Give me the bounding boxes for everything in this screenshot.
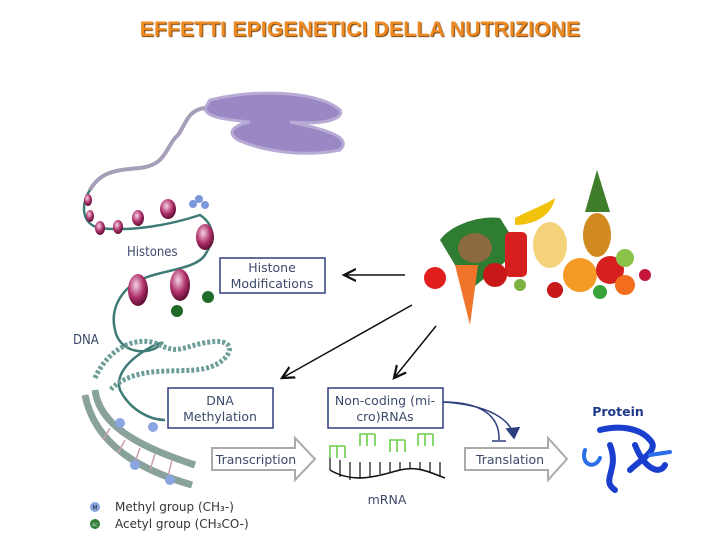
mrna-label: mRNA: [368, 492, 407, 507]
dna-label: DNA: [73, 333, 99, 348]
box-line: Non-coding (mi-: [335, 393, 435, 408]
box-line: Methylation: [183, 409, 257, 424]
dna-strand-illustration: [81, 389, 197, 489]
translation-label: Translation: [475, 452, 544, 467]
box-line: Modifications: [231, 276, 314, 291]
noncoding-rnas-box: Non-coding (mi- cro)RNAs: [327, 387, 444, 429]
methyl-icon: M: [92, 505, 97, 512]
transcription-label: Transcription: [215, 452, 296, 467]
histones-illustration: Histones DNA: [73, 189, 232, 422]
mirna-regulation-arrows: [442, 401, 521, 442]
legend-item-acetyl: Ac Acetyl group (CH₃CO-): [90, 517, 249, 531]
histones-label: Histones: [127, 245, 178, 260]
methyl-cluster: [189, 195, 209, 209]
influence-arrows: [282, 275, 437, 378]
legend-label: Acetyl group (CH₃CO-): [115, 517, 249, 531]
legend-item-methyl: M Methyl group (CH₃-): [90, 500, 234, 514]
acetyl-icon: Ac: [92, 523, 98, 529]
box-line: Histone: [248, 260, 296, 275]
box-line: cro)RNAs: [356, 409, 413, 424]
mrna-illustration: mRNA: [329, 433, 446, 507]
slide-title: EFFETTI EPIGENETICI DELLA NUTRIZIONE: [139, 18, 581, 41]
legend-label: Methyl group (CH₃-): [115, 500, 234, 514]
protein-label: Protein: [592, 404, 644, 419]
fruits-vegetables-image: [424, 170, 651, 325]
chromosome-illustration: [88, 91, 345, 192]
histone-modifications-box: Histone Modifications: [219, 257, 326, 294]
legend: M Methyl group (CH₃-) Ac Acetyl group (C…: [90, 500, 249, 531]
box-line: DNA: [206, 393, 234, 408]
dna-methylation-box: DNA Methylation: [167, 387, 274, 429]
transcription-arrow: Transcription: [211, 435, 317, 483]
protein-illustration: Protein: [582, 404, 672, 493]
translation-arrow: Translation: [464, 435, 569, 483]
